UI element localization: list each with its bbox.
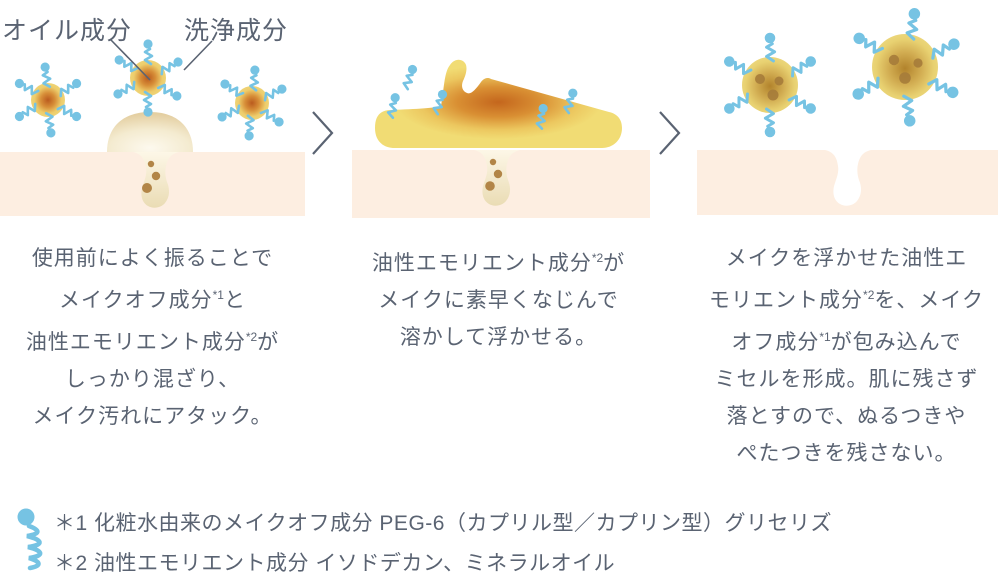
step-1-illustration xyxy=(0,38,305,216)
footnote: ＊2 油性エモリエント成分 イソドデカン、ミネラルオイル xyxy=(54,552,616,575)
cleansing-component-label: 洗浄成分 xyxy=(184,17,289,45)
step-2-description: 油性エモリエント成分*2がメイクに素早くなじんで溶かして浮かせる。 xyxy=(347,240,650,356)
step-text-line: しっかり混ざり、 xyxy=(64,368,241,391)
footnote: ＊1 化粧水由来のメイクオフ成分 PEG-6（カプリル型／カプリン型）グリセリズ xyxy=(54,512,832,535)
step-text-line: 油性エモリエント成分*2が xyxy=(371,251,626,275)
step-text-line: 溶かして浮かせる。 xyxy=(399,326,598,349)
sebum-dots xyxy=(142,160,161,193)
step-text-line: オフ成分*1が包み込んで xyxy=(731,330,962,354)
step-1-description: 使用前によく振ることでメイクオフ成分*1と油性エモリエント成分*2がしっかり混ざ… xyxy=(0,240,305,435)
micelle xyxy=(214,63,290,143)
step-text-line: ミセルを形成。肌に残さず xyxy=(714,368,979,391)
micelle-with-makeup xyxy=(848,5,964,129)
step-text-line: メイクオフ成分*1と xyxy=(59,288,246,312)
step-text-line: メイクを浮かせた油性エ xyxy=(725,247,968,270)
step-text-line: 使用前によく振ることで xyxy=(31,247,274,270)
oil-component-label: オイル成分 xyxy=(2,17,133,45)
chevron-right-icon xyxy=(659,111,681,155)
surfactant-molecule-icon xyxy=(17,508,43,571)
step-text-line: 落とすので、ぬるつきや xyxy=(726,405,967,428)
step-text-line: メイクに素早くなじんで xyxy=(378,289,619,312)
micelle xyxy=(11,60,85,140)
footnotes: ＊1 化粧水由来のメイクオフ成分 PEG-6（カプリル型／カプリン型）グリセリズ… xyxy=(54,504,832,584)
chevron-right-icon xyxy=(312,111,334,155)
sebum-dots xyxy=(485,158,503,191)
step-3-description: メイクを浮かせた油性エモリエント成分*2を、メイクオフ成分*1が包み込んでミセル… xyxy=(695,240,998,472)
step-text-line: ぺたつきを残さない。 xyxy=(736,442,957,465)
micelle-with-makeup xyxy=(720,31,820,139)
label-leader-lines xyxy=(110,39,213,81)
makeup-layer xyxy=(375,59,622,148)
step-3-illustration xyxy=(697,5,998,215)
step-text-line: メイク汚れにアタック。 xyxy=(32,405,273,428)
step-text-line: 油性エモリエント成分*2が xyxy=(25,330,280,354)
step-text-line: モリエント成分*2を、メイク xyxy=(709,288,984,312)
step-2-illustration xyxy=(352,59,650,218)
cleanser-dome xyxy=(107,112,193,152)
